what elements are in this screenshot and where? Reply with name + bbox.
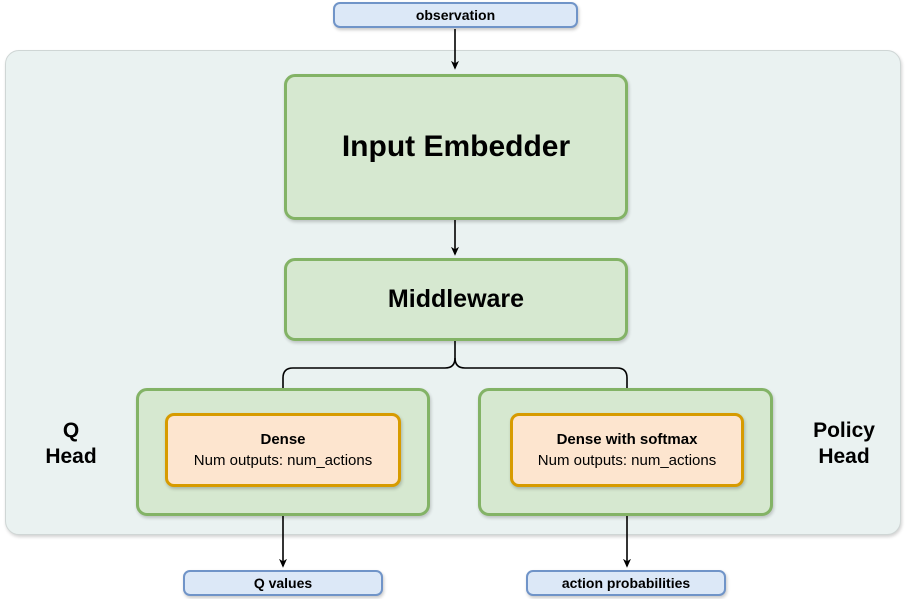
policy-head-label-line2: Head bbox=[818, 445, 870, 468]
middleware-label: Middleware bbox=[387, 285, 525, 313]
q-head-dense-title: Dense bbox=[260, 430, 306, 448]
input-embedder-label: Input Embedder bbox=[341, 130, 571, 163]
action-probabilities-node[interactable]: action probabilities bbox=[526, 570, 726, 596]
observation-label: observation bbox=[415, 7, 496, 23]
policy-head-dense-subtitle: Num outputs: num_actions bbox=[537, 451, 717, 469]
q-values-label: Q values bbox=[253, 575, 313, 591]
policy-head-label-line1: Policy bbox=[813, 419, 875, 442]
q-head-label-line1: Q bbox=[62, 419, 80, 442]
input-embedder-node[interactable]: Input Embedder bbox=[284, 74, 628, 220]
q-head-label: Q Head bbox=[18, 418, 124, 470]
policy-head-label: Policy Head bbox=[789, 418, 899, 470]
q-values-node[interactable]: Q values bbox=[183, 570, 383, 596]
q-head-label-line2: Head bbox=[45, 445, 97, 468]
edge-middleware-to-q-head bbox=[279, 357, 456, 410]
policy-head-dense-node[interactable]: Dense with softmax Num outputs: num_acti… bbox=[510, 413, 744, 487]
middleware-node[interactable]: Middleware bbox=[284, 258, 628, 341]
q-head-dense-node[interactable]: Dense Num outputs: num_actions bbox=[165, 413, 401, 487]
policy-head-dense-title: Dense with softmax bbox=[556, 430, 698, 448]
action-probabilities-label: action probabilities bbox=[561, 575, 691, 591]
q-head-dense-subtitle: Num outputs: num_actions bbox=[193, 451, 373, 469]
observation-node[interactable]: observation bbox=[333, 2, 578, 28]
edge-middleware-to-policy-head bbox=[454, 357, 631, 410]
